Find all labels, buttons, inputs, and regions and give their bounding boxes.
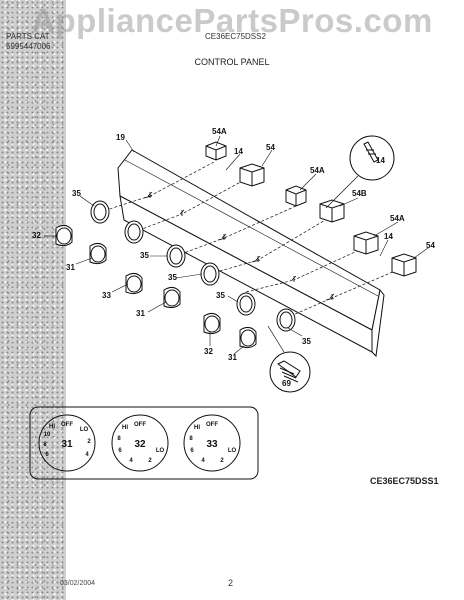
scanned-margin-texture: [0, 0, 66, 600]
knob-31-left: [89, 242, 107, 265]
footer-page-number: 2: [228, 578, 234, 588]
dial-33-mark: LO: [228, 448, 237, 454]
callout-35-right: 35: [216, 291, 225, 300]
dial-33-mark: 6: [190, 448, 194, 454]
footer-date: 03/02/2004: [60, 580, 96, 587]
dial-32-mark: LO: [156, 448, 165, 454]
callout-32-left: 32: [32, 231, 41, 240]
dial-32-mark: 8: [117, 436, 121, 442]
dial-32-mark: 6: [118, 448, 122, 454]
header-catalog-label: PARTS CAT: [6, 32, 50, 41]
callout-35-center: 35: [140, 251, 149, 260]
callout-33: 33: [102, 291, 111, 300]
callout-31-center: 31: [136, 309, 145, 318]
dial-31-mark: HI: [49, 424, 55, 430]
callout-54a-top: 54A: [212, 127, 227, 136]
knob-31-center: [163, 286, 181, 309]
switch-54a-right: [353, 231, 379, 255]
knobs: [55, 224, 257, 349]
dial-32-number: 32: [134, 439, 146, 450]
dial-33-mark: 2: [220, 458, 224, 464]
callout-32-right: 32: [204, 347, 213, 356]
switch-54-top: [239, 163, 265, 187]
callout-54-right: 54: [426, 241, 435, 250]
dial-32-mark: OFF: [134, 422, 146, 428]
dial-33-mark: 8: [189, 436, 193, 442]
leader-lines: [44, 135, 429, 355]
callout-31-left: 31: [66, 263, 75, 272]
dial-31-mark: 10: [44, 432, 51, 438]
callout-35-mid: 35: [168, 273, 177, 282]
header-catalog: PARTS CAT 5995447006: [6, 32, 51, 52]
bezel-rings: [90, 200, 296, 332]
screw-detail-bubble: [267, 325, 311, 393]
dial-31-ring: [38, 414, 96, 472]
dial-31-mark: 8: [43, 442, 47, 448]
callout-69: 69: [282, 379, 291, 388]
knob-32-left: [55, 224, 73, 247]
callout-54a-right: 54A: [390, 214, 405, 223]
dial-31-mark: 4: [85, 452, 89, 458]
callout-54b: 54B: [352, 189, 367, 198]
dial-legend-box: [29, 406, 259, 480]
section-title: CONTROL PANEL: [194, 57, 270, 67]
dial-33-ring: [183, 414, 241, 472]
model-code: CE36EC75DSS1: [370, 476, 439, 486]
switch-54a-mid: [285, 185, 307, 207]
dial-32-mark: 4: [129, 458, 133, 464]
switch-54a-top: [205, 141, 227, 161]
dial-31-mark: 2: [87, 439, 91, 445]
knob-33: [125, 272, 143, 295]
dial-31-number: 31: [61, 439, 73, 450]
callout-14-top: 14: [234, 147, 243, 156]
header-model: CE36EC75DSS2: [205, 32, 266, 41]
callout-54-top: 54: [266, 143, 275, 152]
knob-32-right: [203, 312, 221, 335]
dial-31-mark: 6: [45, 452, 49, 458]
dial-32-mark: 2: [148, 458, 152, 464]
dial-33-mark: HI: [194, 425, 200, 431]
callout-19: 19: [116, 133, 125, 142]
switch-54-right: [391, 253, 417, 277]
dial-32-ring: [111, 414, 169, 472]
knob-31-right: [239, 326, 257, 349]
dial-33-mark: OFF: [206, 422, 218, 428]
dial-32-mark: HI: [122, 425, 128, 431]
callout-54a-mid: 54A: [310, 166, 325, 175]
dial-33-number: 33: [206, 439, 218, 450]
dial-33-mark: 4: [201, 458, 205, 464]
control-panel-end-cap: [371, 288, 385, 358]
header-catalog-number: 5995447006: [6, 42, 51, 51]
switch-54b: [319, 199, 345, 223]
dial-31-mark: OFF: [61, 422, 73, 428]
callout-35-left: 35: [72, 189, 81, 198]
infinite-switches: [205, 141, 417, 277]
callout-14-right: 14: [384, 232, 393, 241]
dial-31-mark: LO: [80, 427, 89, 433]
callout-14-detail: 14: [376, 156, 385, 165]
callout-31-right: 31: [228, 353, 237, 362]
callout-35-far: 35: [302, 337, 311, 346]
clip-detail-bubble: [325, 135, 395, 209]
assembly-lines: [99, 161, 403, 319]
watermark: AppliancePartsPros.com: [31, 2, 433, 39]
